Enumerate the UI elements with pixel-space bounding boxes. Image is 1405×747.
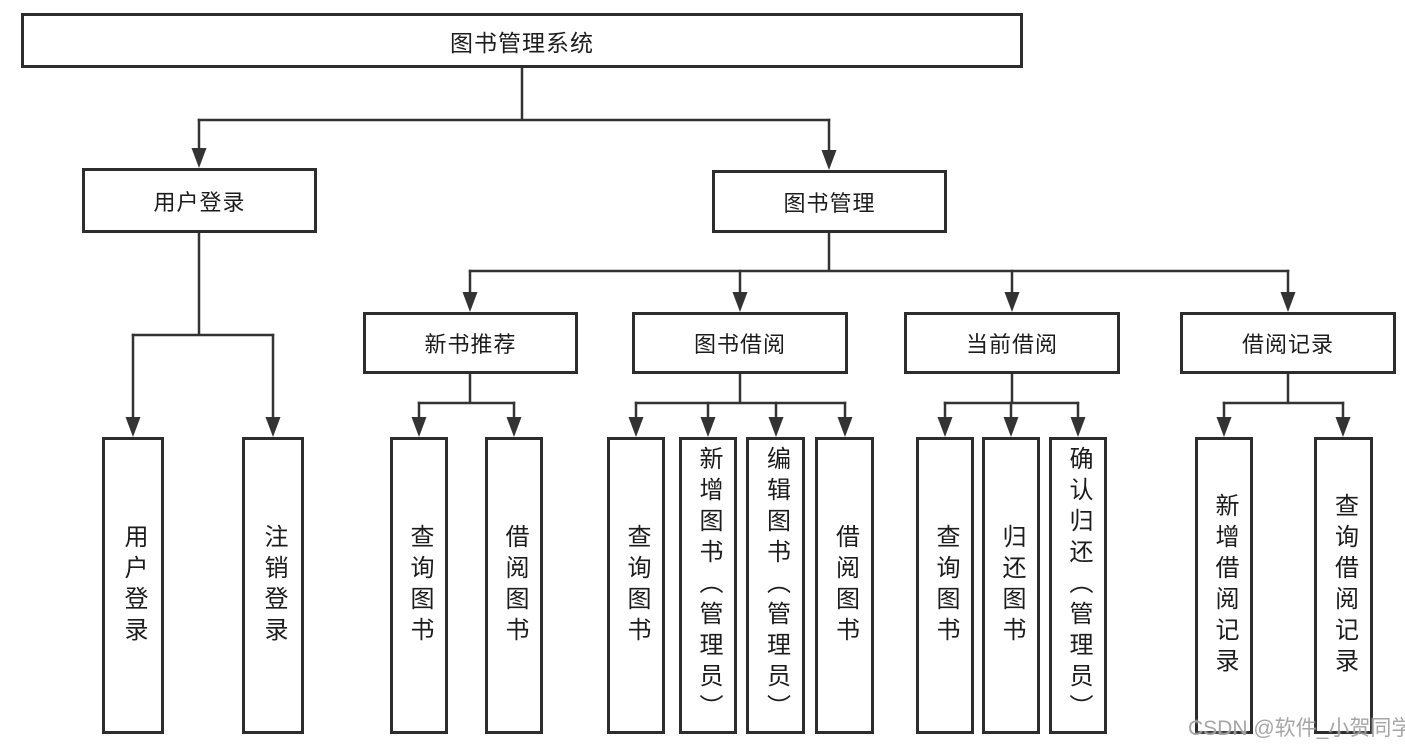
leaf-edit-book-admin: 编辑图书（管理员） xyxy=(746,437,805,734)
node-book-management: 图书管理 xyxy=(712,170,947,233)
node-current-borrowing: 当前借阅 xyxy=(904,312,1120,374)
node-label: 图书借阅 xyxy=(693,332,786,357)
node-borrowing-records: 借阅记录 xyxy=(1180,312,1396,374)
node-label: 用户登录 xyxy=(153,189,246,215)
leaf-confirm-return-admin: 确认归还（管理员） xyxy=(1049,437,1107,734)
node-label: 归还图书 xyxy=(998,523,1025,648)
node-label: 用户登录 xyxy=(120,523,147,648)
leaf-query-books-borrowing: 查询图书 xyxy=(607,437,665,734)
node-label: 注销登录 xyxy=(260,523,287,648)
node-label: 新增借阅记录 xyxy=(1211,492,1238,679)
node-label: 确认归还（管理员） xyxy=(1065,446,1092,725)
node-label: 查询借阅记录 xyxy=(1330,492,1358,679)
node-label: 借阅图书 xyxy=(831,523,859,648)
node-label: 借阅图书 xyxy=(501,523,528,648)
leaf-return-book: 归还图书 xyxy=(982,437,1040,734)
node-new-book-recommendation: 新书推荐 xyxy=(363,312,578,374)
watermark-csdn: CSDN @软件_小贺同学 xyxy=(1188,717,1405,740)
node-label: 图书管理系统 xyxy=(450,29,594,56)
node-label: 图书管理 xyxy=(783,190,876,216)
leaf-add-borrow-record: 新增借阅记录 xyxy=(1195,437,1253,734)
node-label: 新增图书（管理员） xyxy=(695,446,722,725)
leaf-logout: 注销登录 xyxy=(242,437,304,734)
node-label: 借阅记录 xyxy=(1241,332,1334,357)
leaf-query-books-current: 查询图书 xyxy=(916,437,974,734)
node-library-management-system: 图书管理系统 xyxy=(21,13,1023,68)
node-label: 当前借阅 xyxy=(965,332,1058,357)
node-user-login: 用户登录 xyxy=(82,168,317,233)
node-label: 查询图书 xyxy=(932,523,959,648)
node-label: 查询图书 xyxy=(623,523,650,648)
leaf-borrow-books: 借阅图书 xyxy=(815,437,874,734)
node-label: 新书推荐 xyxy=(424,332,517,357)
node-book-borrowing: 图书借阅 xyxy=(632,312,848,374)
leaf-borrow-books-recommend: 借阅图书 xyxy=(485,437,543,734)
leaf-query-books-recommend: 查询图书 xyxy=(390,437,448,734)
node-label: 查询图书 xyxy=(406,523,433,648)
leaf-query-borrow-record: 查询借阅记录 xyxy=(1314,437,1373,734)
leaf-add-book-admin: 新增图书（管理员） xyxy=(679,437,737,734)
node-label: 编辑图书（管理员） xyxy=(762,446,790,725)
leaf-user-login: 用户登录 xyxy=(102,437,164,734)
